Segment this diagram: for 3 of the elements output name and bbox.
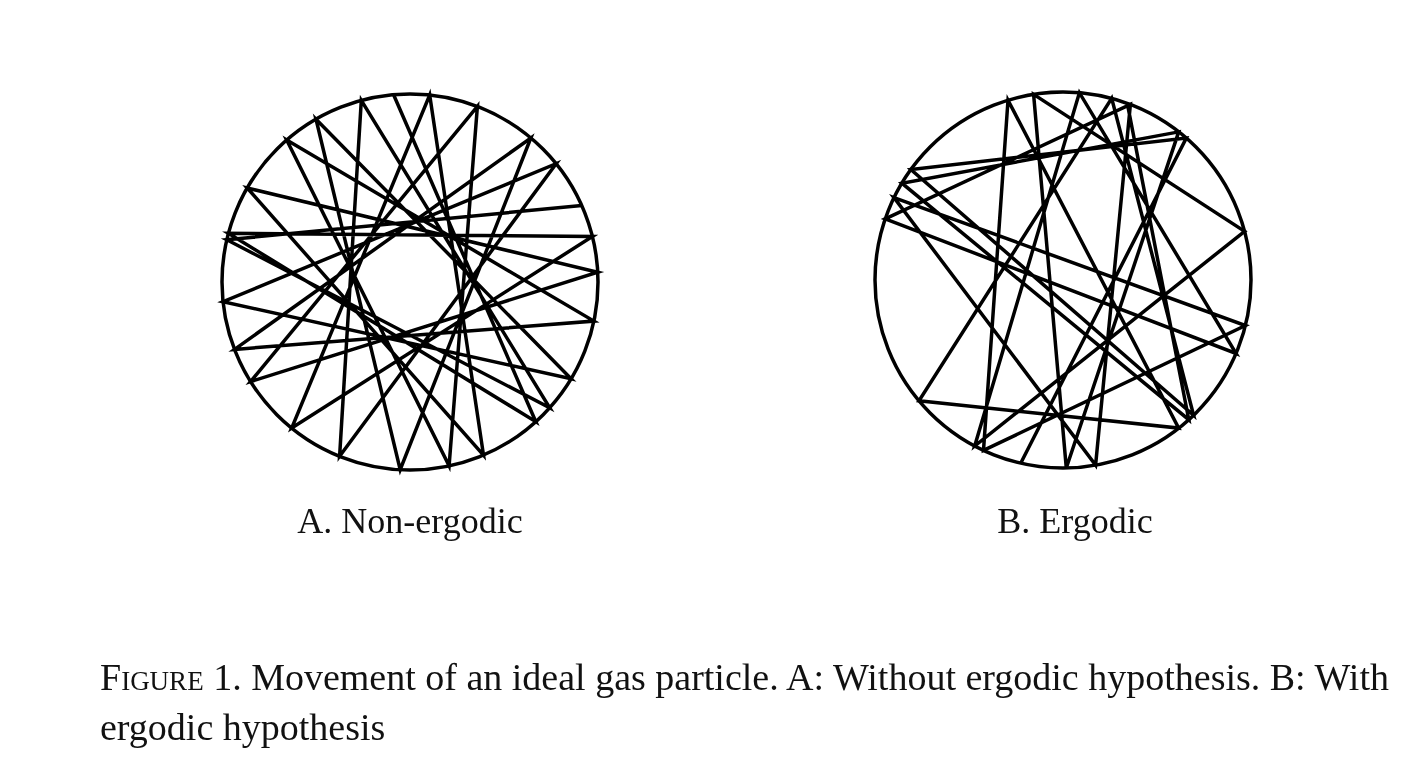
panel-label: A. Non-ergodic [296,500,524,542]
figure-caption: Figure 1. Movement of an ideal gas particle. A: Without ergodic hypothesis. B: With ergodic hypothesis [100,655,1390,750]
panel-label: B. Ergodic [996,500,1154,542]
